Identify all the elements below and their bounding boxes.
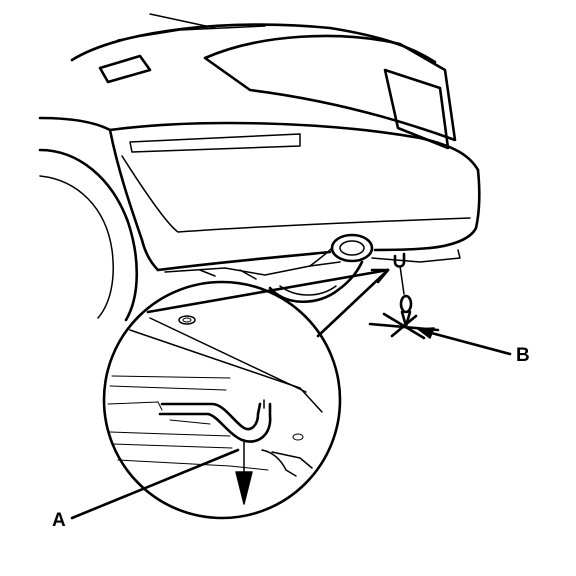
tow-hook-and-weight [368,252,440,340]
detail-leaders [146,268,390,338]
callout-a-leader [70,448,240,520]
detail-inset-circle [102,280,342,520]
callout-b-leader [417,327,512,356]
rear-wheel [38,148,364,322]
callout-label-a: A [52,510,66,531]
car-body [38,13,481,280]
callout-label-b: B [516,345,530,366]
